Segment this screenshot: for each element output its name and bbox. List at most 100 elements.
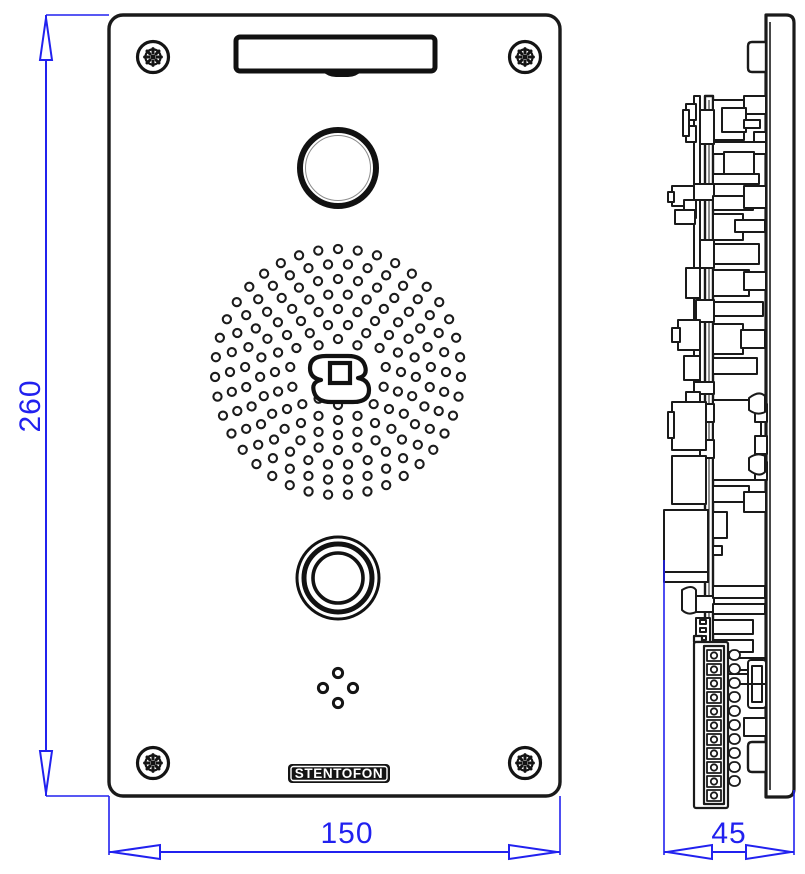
- speaker-hole: [380, 270, 392, 281]
- speaker-hole: [342, 289, 353, 300]
- speaker-hole: [221, 314, 233, 325]
- speaker-hole: [285, 361, 296, 373]
- camera-lens: [297, 127, 379, 209]
- speaker-hole: [255, 419, 267, 430]
- speaker-hole: [272, 317, 284, 328]
- speaker-hole: [396, 434, 408, 445]
- speaker-hole: [369, 417, 381, 429]
- side-view: [663, 13, 796, 810]
- speaker-hole: [412, 294, 423, 305]
- speaker-hole: [433, 405, 444, 417]
- speaker-hole: [378, 381, 389, 392]
- speaker-hole: [303, 262, 314, 274]
- speaker-hole: [295, 435, 306, 446]
- speaker-hole: [378, 303, 390, 315]
- speaker-hole: [374, 342, 385, 354]
- speaker-hole: [323, 289, 334, 300]
- speaker-hole: [272, 386, 284, 397]
- speaker-hole: [281, 403, 293, 415]
- speaker-hole: [304, 328, 315, 339]
- speaker-hole: [410, 371, 422, 383]
- speaker-hole: [212, 391, 223, 402]
- speaker-hole: [284, 446, 296, 457]
- speaker-hole: [232, 405, 243, 417]
- speaker-hole: [267, 453, 279, 464]
- speaker-hole: [424, 309, 435, 321]
- dimension-depth: 45: [663, 560, 795, 861]
- speaker-hole: [409, 352, 420, 363]
- speaker-hole: [455, 371, 467, 383]
- speaker-hole: [352, 410, 363, 422]
- speaker-hole: [297, 398, 308, 410]
- speaker-hole: [279, 423, 290, 435]
- speaker-hole: [425, 361, 437, 373]
- speaker-hole: [392, 317, 404, 328]
- speaker-hole: [284, 480, 295, 491]
- speaker-hole: [380, 361, 391, 373]
- speaker-hole: [407, 390, 418, 402]
- speaker-logo: [307, 353, 372, 405]
- speaker-hole: [414, 458, 425, 470]
- speaker-hole: [246, 401, 257, 412]
- speaker-hole: [390, 257, 401, 269]
- speaker-hole: [342, 459, 354, 470]
- speaker-hole: [284, 270, 296, 281]
- speaker-hole: [392, 347, 404, 358]
- screw-bottom-right: [507, 745, 543, 781]
- dimension-layer: 260 150 45: [14, 14, 795, 861]
- speaker-hole: [313, 340, 324, 351]
- speaker-hole: [303, 470, 314, 482]
- speaker-hole: [276, 292, 287, 304]
- speaker-grille: [209, 243, 467, 500]
- speaker-hole: [415, 323, 426, 334]
- speaker-hole: [362, 262, 373, 274]
- speaker-hole: [217, 410, 229, 421]
- speaker-hole: [303, 486, 314, 497]
- speaker-hole: [389, 292, 400, 304]
- speaker-hole: [313, 245, 324, 256]
- speaker-hole: [322, 474, 334, 485]
- speaker-hole: [352, 340, 363, 351]
- speaker-hole: [403, 333, 414, 344]
- speaker-hole: [210, 352, 222, 363]
- speaker-hole: [381, 480, 392, 491]
- speaker-hole: [251, 458, 262, 470]
- speaker-hole: [421, 281, 432, 292]
- speaker-hole: [256, 352, 267, 363]
- speaker-hole: [371, 282, 383, 293]
- speaker-hole: [386, 423, 397, 435]
- speaker-hole: [392, 386, 404, 397]
- speaker-hole: [422, 341, 433, 353]
- dimension-width: 150: [108, 796, 561, 861]
- speaker-hole: [439, 386, 450, 397]
- speaker-hole: [447, 410, 459, 421]
- speaker-hole: [262, 333, 273, 344]
- speaker-hole: [370, 435, 381, 446]
- speaker-hole: [254, 371, 266, 383]
- speaker-hole: [258, 268, 270, 279]
- speaker-hole: [258, 390, 269, 402]
- speaker-hole: [398, 408, 410, 419]
- speaker-hole: [313, 442, 324, 453]
- speaker-hole: [424, 381, 435, 393]
- speaker-hole: [295, 315, 307, 327]
- speaker-hole: [433, 327, 444, 339]
- speaker-hole: [342, 474, 354, 485]
- speaker-hole: [409, 419, 421, 430]
- screw-top-left: [135, 39, 171, 75]
- speaker-hole: [304, 294, 315, 305]
- speaker-hole: [361, 294, 372, 305]
- speaker-hole: [287, 381, 298, 392]
- speaker-hole: [439, 347, 450, 358]
- speaker-hole: [284, 463, 296, 474]
- speaker-hole: [342, 259, 354, 270]
- nameplate-slot: [233, 34, 438, 77]
- speaker-hole: [267, 470, 278, 482]
- speaker-hole: [440, 366, 452, 378]
- microphone-holes: [316, 666, 360, 710]
- speaker-hole: [368, 398, 379, 410]
- speaker-hole: [322, 459, 334, 470]
- speaker-hole: [281, 329, 293, 341]
- speaker-hole: [362, 470, 373, 482]
